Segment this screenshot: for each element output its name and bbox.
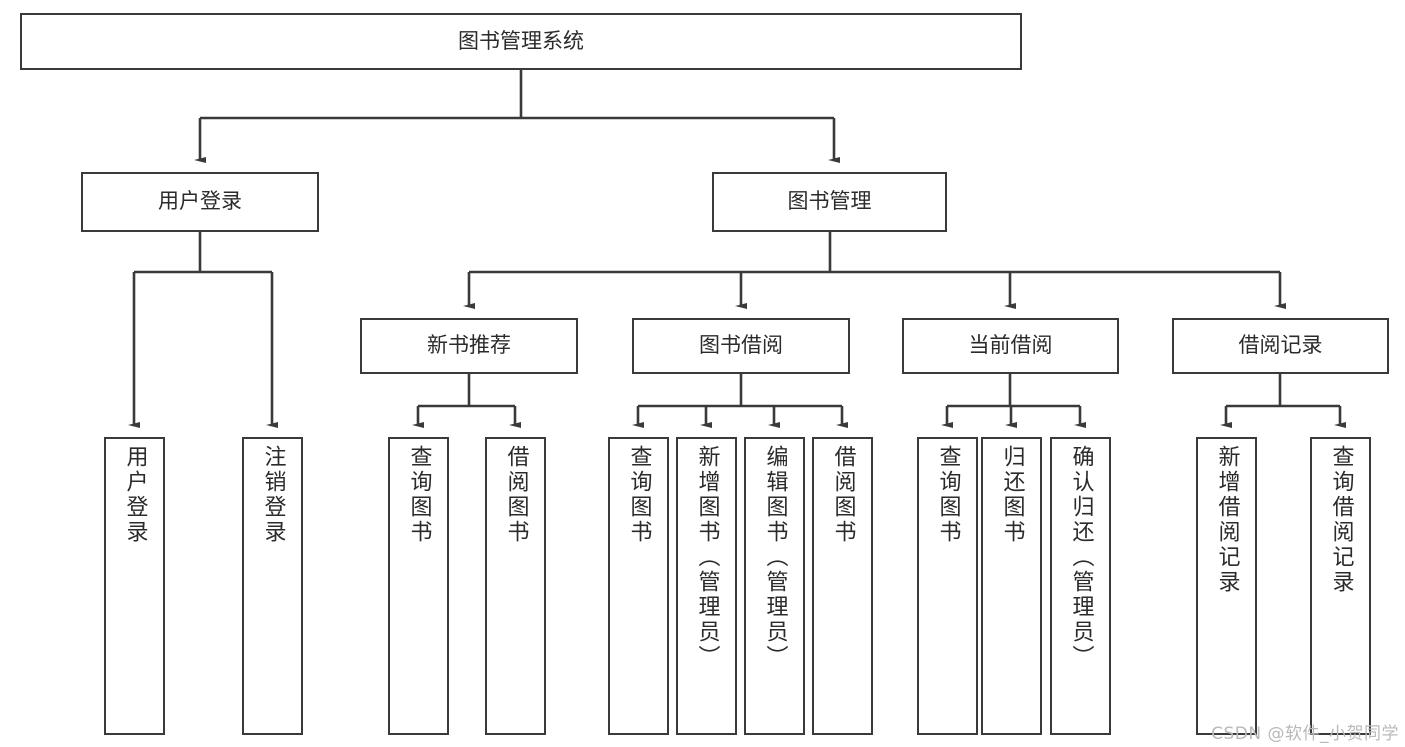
- leaf-edit-book-admin-label: 编辑图书（管理员）: [762, 445, 788, 670]
- leaf-borrow-book-label: 借阅图书: [830, 445, 856, 545]
- node-book-management-label: 图书管理: [787, 189, 872, 214]
- node-borrow-record-label: 借阅记录: [1238, 333, 1323, 358]
- leaf-query-book-recommend[interactable]: 查询图书: [388, 437, 449, 735]
- node-user-login[interactable]: 用户登录: [81, 172, 319, 232]
- leaf-user-login[interactable]: 用户登录: [104, 437, 165, 735]
- leaf-query-borrow-record-label: 查询借阅记录: [1328, 445, 1354, 595]
- leaf-confirm-return-admin[interactable]: 确认归还（管理员）: [1050, 437, 1111, 735]
- node-current-borrow-label: 当前借阅: [968, 333, 1053, 358]
- leaf-query-book-borrow[interactable]: 查询图书: [608, 437, 669, 735]
- leaf-confirm-return-admin-label: 确认归还（管理员）: [1068, 445, 1094, 670]
- leaf-user-login-label: 用户登录: [122, 445, 148, 545]
- leaf-borrow-book-recommend[interactable]: 借阅图书: [485, 437, 546, 735]
- leaf-query-book-borrow-label: 查询图书: [626, 445, 652, 545]
- leaf-borrow-book-recommend-label: 借阅图书: [503, 445, 529, 545]
- leaf-return-book[interactable]: 归还图书: [981, 437, 1042, 735]
- leaf-return-book-label: 归还图书: [999, 445, 1025, 545]
- watermark: CSDN @软件_小贺同学: [1211, 724, 1399, 744]
- node-borrow-record[interactable]: 借阅记录: [1172, 318, 1389, 374]
- leaf-user-logout[interactable]: 注销登录: [242, 437, 303, 735]
- node-book-management[interactable]: 图书管理: [712, 172, 947, 232]
- node-book-borrow-label: 图书借阅: [699, 333, 783, 358]
- node-root[interactable]: 图书管理系统: [20, 13, 1022, 70]
- leaf-query-borrow-record[interactable]: 查询借阅记录: [1310, 437, 1371, 735]
- node-book-borrow[interactable]: 图书借阅: [632, 318, 850, 374]
- leaf-user-logout-label: 注销登录: [260, 445, 286, 545]
- leaf-query-book-current-label: 查询图书: [935, 445, 961, 545]
- leaf-add-borrow-record[interactable]: 新增借阅记录: [1196, 437, 1257, 735]
- leaf-add-book-admin[interactable]: 新增图书（管理员）: [676, 437, 737, 735]
- leaf-edit-book-admin[interactable]: 编辑图书（管理员）: [744, 437, 805, 735]
- node-new-book-recommend-label: 新书推荐: [427, 333, 511, 358]
- leaf-add-book-admin-label: 新增图书（管理员）: [694, 445, 720, 670]
- node-current-borrow[interactable]: 当前借阅: [902, 318, 1119, 374]
- leaf-query-book-recommend-label: 查询图书: [406, 445, 432, 545]
- node-new-book-recommend[interactable]: 新书推荐: [360, 318, 578, 374]
- node-root-label: 图书管理系统: [458, 28, 584, 53]
- leaf-query-book-current[interactable]: 查询图书: [917, 437, 978, 735]
- leaf-add-borrow-record-label: 新增借阅记录: [1214, 445, 1240, 595]
- node-user-login-label: 用户登录: [158, 189, 242, 214]
- leaf-borrow-book[interactable]: 借阅图书: [812, 437, 873, 735]
